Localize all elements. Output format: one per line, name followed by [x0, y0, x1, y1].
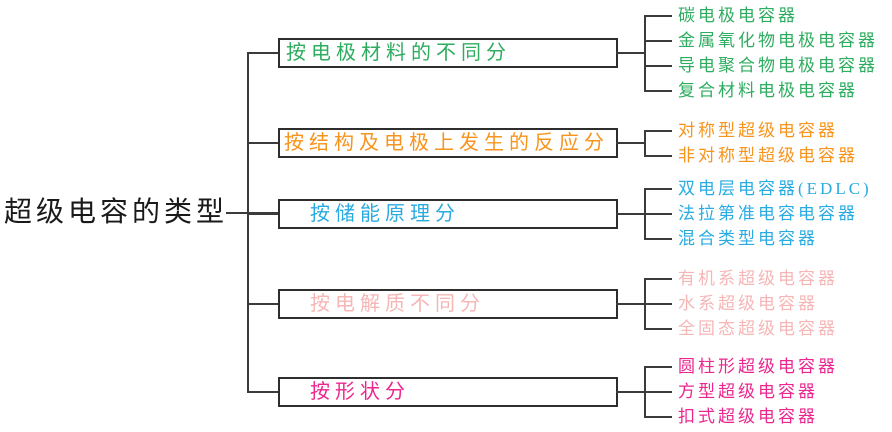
leaf-label: 碳电极电容器: [678, 6, 798, 25]
category-label: 按形状分: [310, 381, 410, 403]
branch-connector-right-line: [616, 52, 646, 54]
leaf-label: 非对称型超级电容器: [678, 146, 858, 165]
leaf-bracket-line: [644, 130, 646, 157]
category-box: 按结构及电极上发生的反应分: [278, 128, 618, 158]
trunk-line: [247, 52, 249, 393]
leaf-label: 方型超级电容器: [678, 382, 818, 401]
category-box: 按电解质不同分: [278, 289, 618, 319]
leaf-connector-line: [644, 278, 672, 280]
leaf-connector-line: [644, 40, 672, 42]
root-label: 超级电容的类型: [4, 197, 229, 228]
leaf-connector-line: [644, 90, 672, 92]
leaf-label: 金属氧化物电极电容器: [678, 31, 878, 50]
leaf-connector-line: [644, 328, 672, 330]
branch-connector-left-line: [247, 391, 280, 393]
leaf-connector-line: [644, 391, 672, 393]
category-box: 按形状分: [278, 377, 618, 407]
branch-connector-right-line: [616, 142, 646, 144]
category-box: 按储能原理分: [278, 199, 618, 229]
leaf-connector-line: [644, 130, 672, 132]
leaf-label: 导电聚合物电极电容器: [678, 56, 878, 75]
leaf-connector-line: [644, 416, 672, 418]
leaf-label: 法拉第准电容电容器: [678, 204, 858, 223]
category-label: 按电解质不同分: [310, 293, 485, 315]
leaf-label: 对称型超级电容器: [678, 121, 838, 140]
leaf-label: 复合材料电极电容器: [678, 81, 858, 100]
leaf-label: 有机系超级电容器: [678, 269, 838, 288]
category-label: 按储能原理分: [310, 203, 460, 225]
leaf-bracket-line: [644, 15, 646, 92]
leaf-connector-line: [644, 303, 672, 305]
leaf-connector-line: [644, 213, 672, 215]
branch-connector-right-line: [616, 303, 646, 305]
leaf-connector-line: [644, 15, 672, 17]
leaf-connector-line: [644, 366, 672, 368]
leaf-connector-line: [644, 238, 672, 240]
leaf-label: 扣式超级电容器: [678, 407, 818, 426]
leaf-label: 水系超级电容器: [678, 294, 818, 313]
leaf-connector-line: [644, 65, 672, 67]
leaf-connector-line: [644, 188, 672, 190]
leaf-label: 混合类型电容器: [678, 229, 818, 248]
leaf-connector-line: [644, 155, 672, 157]
category-box: 按电极材料的不同分: [278, 38, 618, 68]
leaf-label: 双电层电容器(EDLC): [678, 179, 872, 198]
branch-connector-left-line: [247, 213, 280, 215]
category-label: 按电极材料的不同分: [286, 42, 511, 64]
branch-connector-left-line: [247, 303, 280, 305]
branch-connector-left-line: [247, 52, 280, 54]
leaf-label: 圆柱形超级电容器: [678, 357, 838, 376]
branch-connector-right-line: [616, 391, 646, 393]
category-label: 按结构及电极上发生的反应分: [284, 132, 609, 154]
branch-connector-right-line: [616, 213, 646, 215]
branch-connector-left-line: [247, 142, 280, 144]
leaf-label: 全固态超级电容器: [678, 319, 838, 338]
